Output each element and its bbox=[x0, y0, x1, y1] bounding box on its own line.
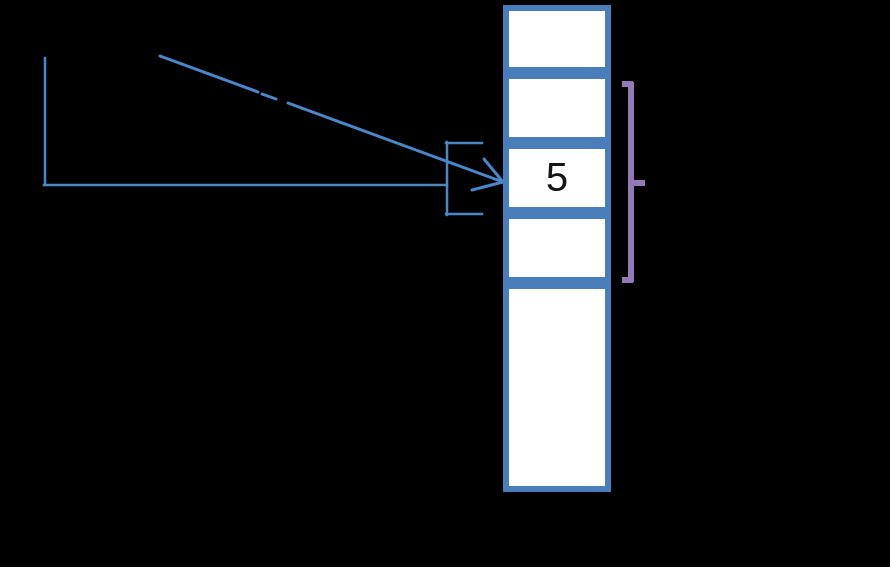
table-cell-4[interactable] bbox=[503, 213, 611, 283]
pointer-arrow-head-upper-barb bbox=[482, 157, 505, 184]
cell-column-group: 5 bbox=[503, 5, 611, 492]
table-cell-5[interactable] bbox=[503, 283, 611, 492]
pointer-arrow-shaft-segment-a bbox=[158, 54, 260, 94]
table-cell-2[interactable] bbox=[503, 73, 611, 143]
table-cell-3[interactable] bbox=[503, 143, 611, 213]
right-brace-group bbox=[622, 81, 645, 283]
table-cell-1[interactable] bbox=[503, 5, 611, 73]
connector-rule-group bbox=[42, 56, 449, 187]
table-cell-3-value: 5 bbox=[546, 156, 568, 200]
pointer-arrow-shaft-segment-b bbox=[286, 101, 505, 184]
left-bracket-group bbox=[444, 140, 484, 217]
pointer-arrow-head-lower-barb bbox=[470, 180, 505, 192]
pointer-arrow-shaft-break-dash bbox=[260, 92, 278, 101]
pointer-arrow-group bbox=[158, 54, 505, 192]
